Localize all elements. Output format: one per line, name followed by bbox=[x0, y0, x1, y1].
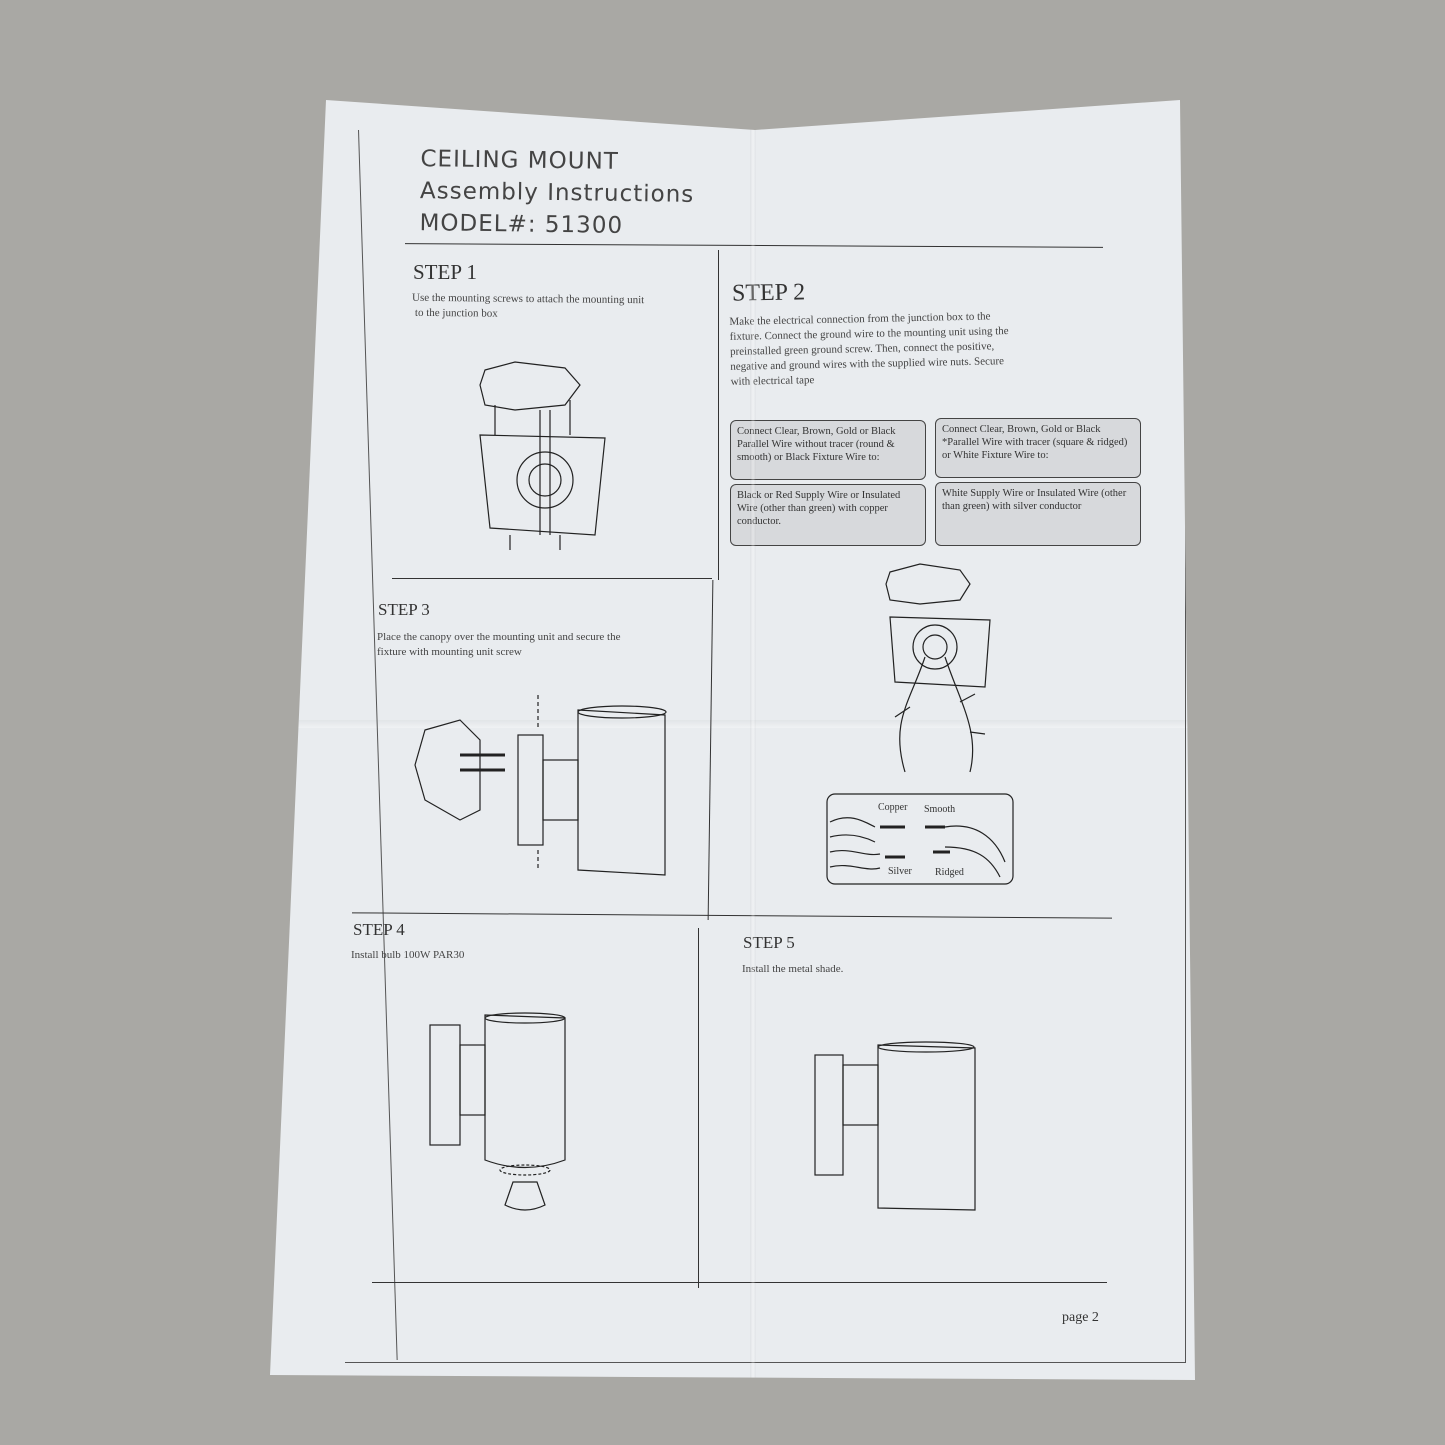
title-line-1: CEILING MOUNT bbox=[420, 146, 619, 175]
step3-text: Place the canopy over the mounting unit … bbox=[377, 630, 620, 660]
step4-title: STEP 4 bbox=[353, 920, 405, 939]
model-number: MODEL#: 51300 bbox=[419, 210, 624, 239]
divider-vertical-top bbox=[718, 250, 719, 580]
title-line-2: Assembly Instructions bbox=[419, 178, 695, 208]
divider-vertical-bottom bbox=[698, 928, 699, 1288]
step5-title: STEP 5 bbox=[743, 933, 795, 952]
wiring-box-bottom-right: White Supply Wire or Insulated Wire (oth… bbox=[935, 482, 1141, 546]
wire-label-copper: Copper bbox=[878, 802, 908, 813]
wire-types-diagram bbox=[826, 793, 1014, 885]
instruction-sheet: CEILING MOUNT Assembly Instructions MODE… bbox=[270, 100, 1195, 1380]
wiring-box-top-right: Connect Clear, Brown, Gold or Black *Par… bbox=[935, 418, 1141, 478]
page-border bbox=[345, 130, 1186, 1363]
wire-label-ridged: Ridged bbox=[935, 867, 964, 878]
wire-label-smooth: Smooth bbox=[924, 804, 956, 815]
step1-diagram bbox=[479, 361, 606, 550]
paper-fold bbox=[270, 720, 1195, 728]
divider-footer bbox=[372, 1282, 1107, 1283]
step4-text: Install bulb 100W PAR30 bbox=[351, 949, 465, 961]
step2-diagram bbox=[885, 563, 991, 773]
step1-text: Use the mounting screws to attach the mo… bbox=[412, 291, 644, 323]
step4-diagram bbox=[429, 1012, 566, 1211]
step2-text: Make the electrical connection from the … bbox=[729, 309, 1009, 390]
step2-title: STEP 2 bbox=[731, 279, 806, 307]
page-number: page 2 bbox=[1062, 1310, 1099, 1325]
step3-line: Place the canopy over the mounting unit … bbox=[377, 631, 621, 643]
document-title: CEILING MOUNT Assembly Instructions MODE… bbox=[419, 143, 695, 243]
step5-diagram bbox=[814, 1041, 976, 1211]
step5-text: Install the metal shade. bbox=[742, 963, 844, 975]
step1-line: to the junction box bbox=[414, 306, 498, 320]
step3-title: STEP 3 bbox=[378, 600, 430, 619]
step1-title: STEP 1 bbox=[413, 260, 477, 284]
wiring-box-top-left: Connect Clear, Brown, Gold or Black Para… bbox=[730, 420, 926, 480]
wire-label-silver: Silver bbox=[888, 866, 912, 877]
step3-diagram bbox=[414, 695, 667, 876]
step3-line: fixture with mounting unit screw bbox=[377, 646, 522, 658]
wiring-box-bottom-left: Black or Red Supply Wire or Insulated Wi… bbox=[730, 484, 926, 546]
divider-step1-3 bbox=[392, 578, 712, 579]
